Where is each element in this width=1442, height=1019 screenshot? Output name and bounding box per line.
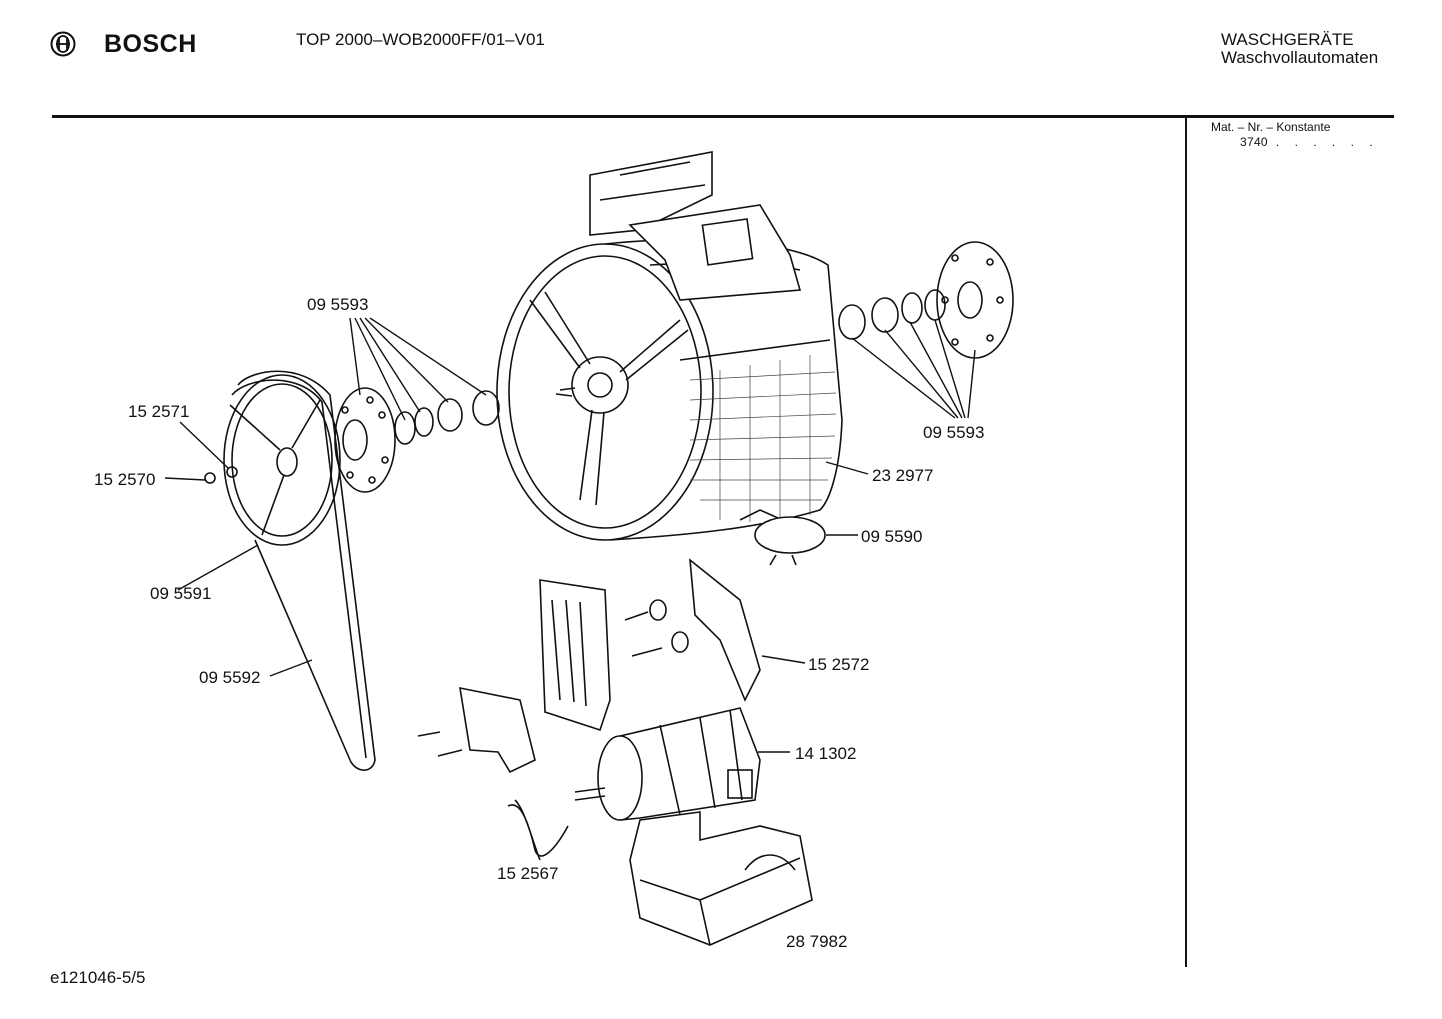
part-label-095591: 09 5591: [150, 584, 211, 603]
brand-name: BOSCH: [104, 30, 197, 58]
mat-number-label: Mat. – Nr. – Konstante: [1211, 120, 1331, 134]
bosch-armature-icon: [50, 31, 76, 57]
sidebar-divider: [1185, 118, 1187, 967]
mat-value: 3740: [1240, 135, 1268, 149]
motor-part: [574, 707, 761, 821]
motor-mount-plates: [417, 558, 761, 774]
pulley-and-belt: [204, 370, 376, 771]
part-label-141302: 14 1302: [795, 744, 856, 763]
motor-clip-part: [507, 799, 569, 861]
part-label-095593-right: 09 5593: [923, 423, 984, 442]
part-label-095593-left: 09 5593: [307, 295, 368, 314]
document-code: e121046-5/5: [50, 968, 146, 987]
part-label-095590: 09 5590: [861, 527, 922, 546]
part-label-095592: 09 5592: [199, 668, 260, 687]
drum-part: [496, 151, 843, 541]
part-label-152571: 15 2571: [128, 402, 189, 421]
part-label-232977: 23 2977: [872, 466, 933, 485]
right-bearing-set: [838, 241, 1014, 359]
part-label-152567: 15 2567: [497, 864, 558, 883]
mat-dots: . . . . . .: [1275, 135, 1379, 149]
part-label-152572: 15 2572: [808, 655, 869, 674]
part-label-152570: 15 2570: [94, 470, 155, 489]
subcategory-title: Waschvollautomaten: [1221, 48, 1379, 67]
model-number: TOP 2000–WOB2000FF/01–V01: [296, 30, 545, 49]
mat-number-value: 3740 . . . . . .: [1240, 135, 1379, 149]
lid-part: [739, 509, 826, 566]
category-title: WASCHGERÄTE: [1221, 30, 1354, 49]
left-bearing-set: [334, 387, 500, 493]
header-rule: [52, 115, 1394, 118]
motor-base-part: [629, 811, 813, 946]
part-label-287982: 28 7982: [786, 932, 847, 951]
leader-lines: [164, 317, 976, 753]
